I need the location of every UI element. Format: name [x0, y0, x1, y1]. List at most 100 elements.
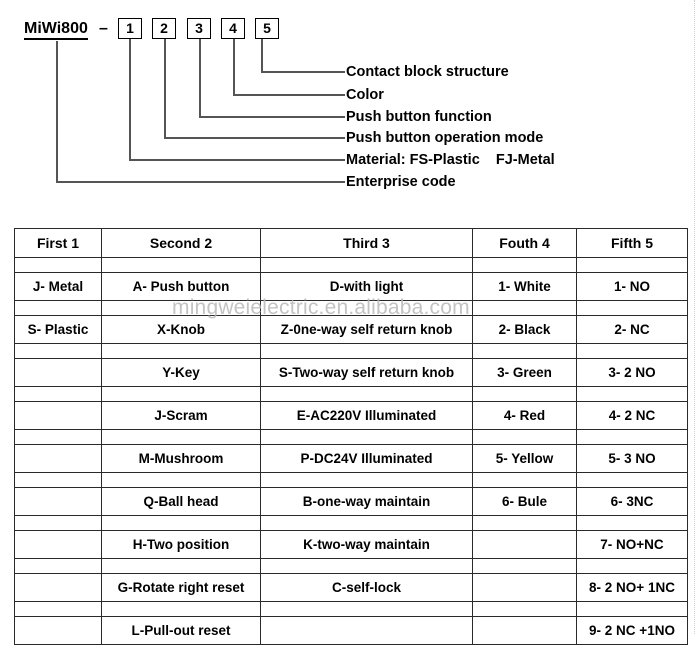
digit-box-1: 1	[118, 18, 142, 39]
table-spacer-cell	[472, 386, 577, 402]
table-spacer-cell	[576, 472, 688, 488]
table-spacer-row	[14, 257, 688, 273]
table-spacer-row	[14, 343, 688, 359]
digit-box-2: 2	[152, 18, 176, 39]
table-spacer-cell	[576, 515, 688, 531]
table-spacer-cell	[472, 472, 577, 488]
table-cell	[14, 616, 102, 645]
leader-line-3	[199, 39, 345, 118]
table-header-cell: Fouth 4	[472, 228, 577, 258]
table-spacer-cell	[472, 429, 577, 445]
table-spacer-cell	[101, 515, 261, 531]
table-spacer-cell	[260, 601, 473, 617]
table-header-cell: Second 2	[101, 228, 261, 258]
table-cell: K-two-way maintain	[260, 530, 473, 559]
table-cell	[14, 358, 102, 387]
table-spacer-cell	[14, 515, 102, 531]
table-cell: 5- Yellow	[472, 444, 577, 473]
table-cell	[14, 487, 102, 516]
leader-line-2	[164, 39, 345, 139]
table-cell: L-Pull-out reset	[101, 616, 261, 645]
table-spacer-cell	[101, 386, 261, 402]
table-spacer-cell	[576, 300, 688, 316]
table-spacer-cell	[260, 300, 473, 316]
model-coding-diagram: MiWi800 – 1 2 3 4 5 Contact block struct…	[0, 0, 700, 215]
table-spacer-cell	[576, 429, 688, 445]
table-spacer-cell	[260, 515, 473, 531]
table-cell: X-Knob	[101, 315, 261, 344]
leader-line-4	[233, 39, 345, 96]
table-spacer-cell	[101, 472, 261, 488]
table-spacer-cell	[101, 429, 261, 445]
table-spacer-cell	[14, 472, 102, 488]
model-dash: –	[99, 20, 108, 37]
table-spacer-cell	[101, 300, 261, 316]
digit-box-4: 4	[221, 18, 245, 39]
table-spacer-row	[14, 300, 688, 316]
leader-label-material: Material: FS-Plastic FJ-Metal	[346, 152, 555, 168]
table-spacer-cell	[260, 429, 473, 445]
table-spacer-cell	[260, 386, 473, 402]
table-spacer-cell	[260, 257, 473, 273]
table-cell	[14, 573, 102, 602]
table-cell: S- Plastic	[14, 315, 102, 344]
table-cell: Q-Ball head	[101, 487, 261, 516]
table-cell: H-Two position	[101, 530, 261, 559]
table-cell: 1- White	[472, 272, 577, 301]
model-name-text: MiWi800	[24, 20, 88, 40]
table-spacer-cell	[101, 558, 261, 574]
table-spacer-cell	[101, 343, 261, 359]
table-spacer-row	[14, 472, 688, 488]
table-cell	[260, 616, 473, 645]
leader-line-enterprise	[56, 41, 345, 183]
table-spacer-cell	[14, 558, 102, 574]
leader-label-contact-block-structure: Contact block structure	[346, 64, 509, 80]
leader-lines-svg	[56, 39, 345, 183]
table-cell: D-with light	[260, 272, 473, 301]
table-spacer-cell	[472, 300, 577, 316]
page-edge-guide	[694, 0, 695, 634]
table-spacer-cell	[472, 257, 577, 273]
table-spacer-row	[14, 429, 688, 445]
table-cell	[14, 444, 102, 473]
table-spacer-row	[14, 515, 688, 531]
table-cell: 5- 3 NO	[576, 444, 688, 473]
table-cell: A- Push button	[101, 272, 261, 301]
leader-label-push-button-function: Push button function	[346, 109, 492, 125]
table-spacer-cell	[472, 515, 577, 531]
leader-line-5	[261, 39, 345, 73]
table-cell: 2- NC	[576, 315, 688, 344]
table-cell: 3- Green	[472, 358, 577, 387]
table-spacer-row	[14, 558, 688, 574]
table-spacer-cell	[14, 257, 102, 273]
table-cell: 8- 2 NO+ 1NC	[576, 573, 688, 602]
table-spacer-cell	[576, 343, 688, 359]
model-name: MiWi800	[24, 20, 88, 40]
table-spacer-cell	[576, 257, 688, 273]
table-spacer-row	[14, 386, 688, 402]
digit-box-5: 5	[255, 18, 279, 39]
table-cell	[472, 573, 577, 602]
table-spacer-cell	[14, 386, 102, 402]
table-cell: G-Rotate right reset	[101, 573, 261, 602]
table-spacer-cell	[472, 558, 577, 574]
table-cell: B-one-way maintain	[260, 487, 473, 516]
table-cell: Y-Key	[101, 358, 261, 387]
table-cell: E-AC220V Illuminated	[260, 401, 473, 430]
table-spacer-cell	[576, 601, 688, 617]
table-cell: 1- NO	[576, 272, 688, 301]
leader-label-color: Color	[346, 87, 384, 103]
table-cell: 9- 2 NC +1NO	[576, 616, 688, 645]
table-spacer-cell	[260, 558, 473, 574]
table-spacer-cell	[472, 601, 577, 617]
table-cell: 6- Bule	[472, 487, 577, 516]
